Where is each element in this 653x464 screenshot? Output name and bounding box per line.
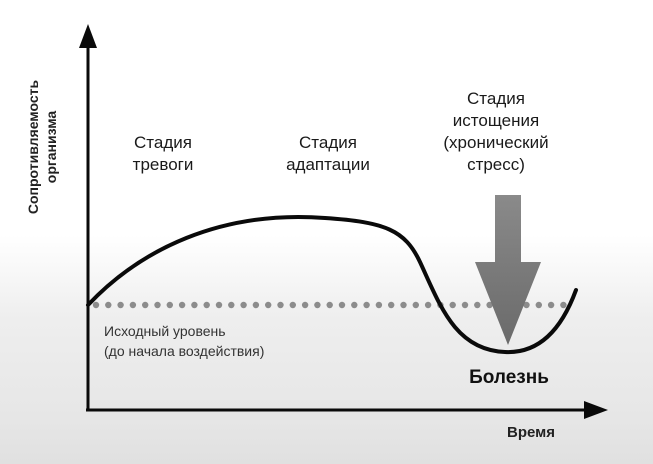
stage-alarm-line1: Стадия <box>134 133 192 152</box>
baseline-dot <box>363 301 370 309</box>
x-axis-label: Время <box>507 424 555 441</box>
baseline-dot <box>449 301 456 309</box>
baseline-dot <box>351 301 358 309</box>
x-axis-arrowhead <box>584 401 608 419</box>
baseline-dot <box>301 301 309 309</box>
baseline-dot <box>314 301 321 309</box>
baseline-dot <box>240 301 247 309</box>
baseline-dot <box>400 301 407 309</box>
stage-alarm-line2: тревоги <box>132 155 194 174</box>
stage-adaptation-line2: адаптации <box>286 155 370 174</box>
y-axis-label-line2: организма <box>43 110 59 184</box>
baseline-dot <box>228 301 235 309</box>
baseline-dot <box>215 301 223 309</box>
stage-exhaustion-label: Стадия истощения (хронический стресс) <box>412 88 580 176</box>
baseline-dot <box>375 301 383 309</box>
baseline-label: Исходный уровень (до начала воздействия) <box>104 321 264 361</box>
stage-exhaustion-line4: стресс) <box>467 155 525 174</box>
baseline-dot <box>166 301 173 309</box>
stage-exhaustion-line2: истощения <box>452 111 540 130</box>
baseline-dot <box>129 301 137 309</box>
y-axis-label-line1: Сопротивляемость <box>25 79 41 215</box>
baseline-dot <box>277 301 284 309</box>
baseline-label-line1: Исходный уровень <box>104 323 226 339</box>
baseline-dot <box>461 301 469 309</box>
baseline-dot <box>474 301 481 309</box>
baseline-dot <box>252 301 260 309</box>
baseline-dot <box>424 301 432 309</box>
baseline-dot <box>412 301 419 309</box>
baseline-dot <box>547 301 555 309</box>
baseline-dot <box>265 301 272 309</box>
baseline-dot <box>178 301 186 309</box>
baseline-dot <box>535 301 542 309</box>
disease-label: Болезнь <box>469 367 549 388</box>
stage-exhaustion-line3: (хронический <box>443 133 549 152</box>
baseline-dot <box>338 301 346 309</box>
y-axis-arrowhead <box>79 24 97 48</box>
baseline-dot <box>154 301 161 309</box>
baseline-dot <box>523 301 530 309</box>
baseline-dot <box>105 301 112 309</box>
baseline-dot <box>92 301 100 309</box>
baseline-dot <box>486 301 493 309</box>
baseline-dot <box>326 301 333 309</box>
stage-adaptation-line1: Стадия <box>299 133 357 152</box>
baseline-dot <box>203 301 210 309</box>
exhaustion-arrow <box>475 195 541 345</box>
baseline-dot <box>289 301 296 309</box>
baseline-dot <box>117 301 124 309</box>
stage-adaptation-label: Стадия адаптации <box>262 132 394 176</box>
baseline-dot <box>560 301 567 309</box>
baseline-dot <box>388 301 395 309</box>
resistance-curve <box>86 215 578 355</box>
baseline-dot <box>142 301 149 309</box>
y-axis-label: Сопротивляемость организма <box>12 57 72 237</box>
baseline-label-line2: (до начала воздействия) <box>104 343 265 359</box>
stage-alarm-label: Стадия тревоги <box>110 132 216 176</box>
baseline-dot <box>191 301 198 309</box>
stage-exhaustion-line1: Стадия <box>467 89 525 108</box>
